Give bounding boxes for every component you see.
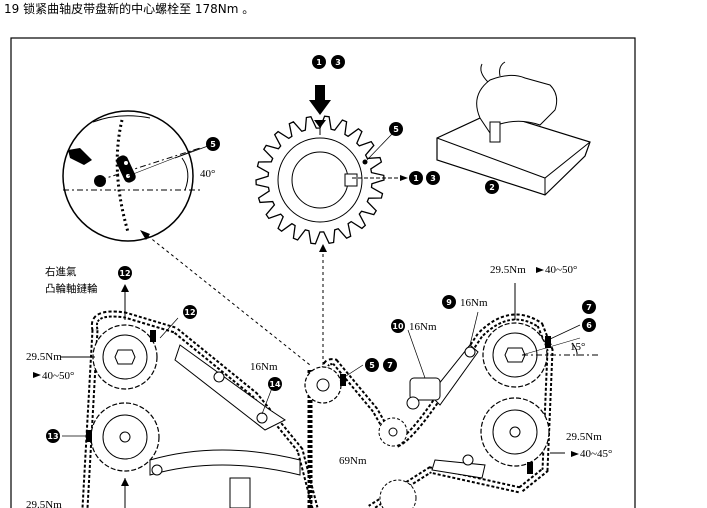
leader-line: [142, 231, 311, 366]
svg-text:12: 12: [119, 269, 130, 278]
callout-1-3-top: 1 3: [312, 55, 345, 69]
callout-13: 13: [46, 429, 60, 443]
callout-1-3-right: 1 3: [409, 171, 440, 185]
callout-5-sprocket: 5: [366, 122, 403, 161]
finger-pointer-icon: [68, 148, 92, 165]
callout-5-7-center: 5 7: [365, 358, 397, 372]
svg-text:7: 7: [387, 361, 393, 370]
callout-12-side: 12: [183, 305, 197, 319]
right-mid-torque-label: 29.5Nm: [566, 431, 602, 443]
svg-text:5: 5: [210, 140, 216, 149]
svg-text:3: 3: [430, 174, 436, 183]
svg-text:2: 2: [489, 183, 495, 192]
callout-12-top: 12: [118, 266, 132, 280]
svg-text:12: 12: [184, 308, 195, 317]
crank-sprocket-view: [255, 115, 408, 245]
svg-text:1: 1: [413, 174, 419, 183]
callout-2: 2: [485, 180, 499, 194]
callout-7-right: 7: [582, 300, 596, 314]
right-top-torque-label: 29.5Nm: [490, 264, 526, 276]
svg-text:10: 10: [392, 322, 404, 331]
torque-16-label-c: 16Nm: [250, 361, 278, 373]
left-angle-label: 40~50°: [42, 370, 74, 382]
right-intake-label-1: 右進氣: [45, 265, 77, 278]
svg-text:7: 7: [586, 303, 592, 312]
svg-text:5: 5: [393, 125, 399, 134]
diagram-frame: [10, 37, 636, 508]
svg-text:13: 13: [47, 432, 58, 441]
callout-10: 10: [391, 319, 405, 333]
hand-press-block: [436, 61, 591, 196]
right-top-angle-label: 40~50°: [545, 264, 577, 276]
angle-15-label: 15°: [570, 341, 585, 353]
angle-detail-view: [62, 110, 201, 242]
svg-text:6: 6: [586, 321, 592, 330]
svg-text:9: 9: [446, 298, 452, 307]
bottom-left-torque-label: 29.5Nm: [26, 499, 62, 508]
callout-6: 6: [582, 318, 596, 332]
svg-text:14: 14: [269, 380, 281, 389]
right-mid-angle-label: 40~45°: [580, 448, 612, 460]
torque-16-label-a: 16Nm: [460, 297, 488, 309]
right-intake-label-2: 凸輪軸鏈輪: [45, 282, 98, 295]
torque-16-label-b: 16Nm: [409, 321, 437, 333]
callout-5-detail: 5: [174, 137, 220, 159]
callout-14: 14: [268, 377, 282, 391]
callout-9: 9: [442, 295, 456, 309]
chain-assembly: [81, 310, 554, 508]
angle-40-label: 40°: [200, 168, 215, 180]
svg-text:5: 5: [369, 361, 375, 370]
torque-69-label: 69Nm: [339, 455, 367, 467]
svg-text:3: 3: [335, 58, 341, 67]
downward-arrow-icon: [309, 85, 331, 115]
left-torque-label: 29.5Nm: [26, 351, 62, 363]
caption: 19 锁紧曲轴皮带盘新的中心螺栓至 178Nm 。: [4, 2, 255, 16]
svg-text:1: 1: [316, 58, 322, 67]
